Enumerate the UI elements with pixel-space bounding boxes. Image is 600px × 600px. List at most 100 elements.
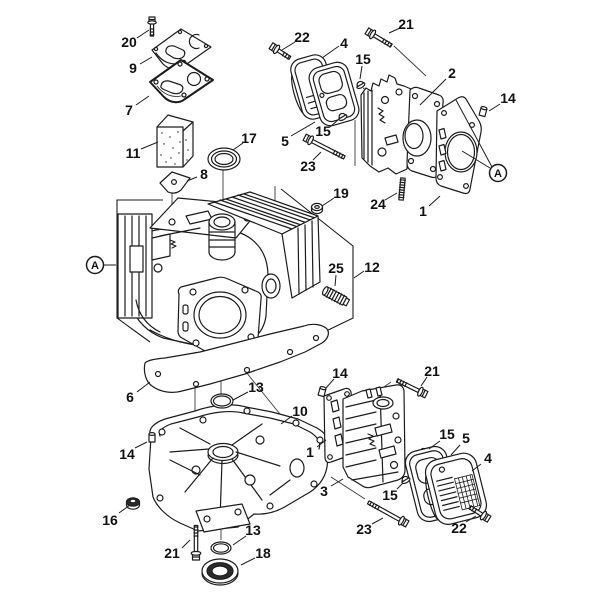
callout-label-12-18: 12	[364, 259, 380, 275]
crankcase-gasket-6	[143, 323, 329, 393]
screw-20	[147, 16, 157, 37]
callout-label-20-0: 20	[121, 34, 137, 50]
cap-plug-15-d	[401, 475, 411, 485]
nut-19	[310, 202, 324, 215]
callout-label-16-24: 16	[102, 512, 118, 528]
callout-label-14-23: 14	[119, 446, 135, 462]
bolt-22-top	[268, 42, 292, 61]
leader-line-a	[461, 150, 491, 169]
cap-plug-15-b	[338, 112, 348, 122]
leader-line-19	[321, 197, 335, 207]
leader-line-14	[488, 103, 501, 112]
seal-ring-17	[207, 147, 241, 171]
breather-gasket-7	[149, 59, 214, 104]
leader-line-5	[450, 444, 461, 456]
leader-line-1	[428, 195, 441, 207]
callout-label-21-25: 21	[164, 545, 180, 561]
reference-marker-circle	[488, 163, 508, 183]
callout-label-5-12: 5	[281, 133, 289, 149]
leader-line-21	[420, 376, 428, 387]
callout-label-21-31: 21	[424, 363, 440, 379]
callout-label-11-3: 11	[126, 145, 141, 161]
leader-line-8	[186, 176, 198, 182]
callout-label-23-14: 23	[300, 158, 316, 174]
leader-line-22	[281, 41, 296, 51]
reference-marker-circle	[85, 255, 105, 275]
leader-line-15	[428, 440, 441, 450]
leader-line-23	[312, 151, 322, 161]
callout-label-7-2: 7	[125, 102, 133, 118]
leader-line-13	[232, 535, 247, 546]
leader-line-21	[181, 539, 191, 549]
leader-line-13	[232, 391, 249, 401]
callout-label-4-7: 4	[340, 35, 348, 51]
leader-line-12	[353, 270, 365, 279]
leader-line-25	[334, 274, 337, 287]
leader-line-a	[455, 99, 493, 168]
leader-line-14	[134, 441, 148, 449]
callout-label-13-26: 13	[245, 522, 261, 538]
callout-label-8-5: 8	[200, 166, 208, 182]
leader-line-10	[280, 415, 293, 425]
callout-label-2-10: 2	[448, 65, 456, 81]
bolt-23-bottom	[366, 500, 410, 528]
leader-line-6	[136, 381, 151, 393]
leader-line-23	[371, 517, 384, 525]
callout-label-19-15: 19	[333, 185, 349, 201]
leader-line-16	[118, 504, 131, 514]
leader-line-18	[240, 557, 256, 566]
leader-line-5	[290, 121, 316, 137]
callout-label-4-34: 4	[484, 450, 492, 466]
bolt-21-bottom-left	[190, 524, 202, 561]
bolt-22-bottom	[468, 505, 492, 523]
bolt-23-top	[302, 133, 346, 160]
leader-line-20	[136, 29, 150, 39]
callout-label-15-32: 15	[439, 426, 455, 442]
reference-marker-a-39: A	[91, 260, 99, 272]
callout-label-15-9: 15	[355, 51, 371, 67]
leader-line-22	[465, 515, 477, 523]
leader-line-21	[388, 27, 401, 34]
cap-plug-15-a	[356, 80, 366, 90]
stud-24	[398, 177, 406, 201]
leader-line-15	[359, 65, 363, 80]
bolt-21-top	[364, 27, 393, 48]
leader-line-11	[140, 141, 159, 150]
head-gasket-1-top	[435, 96, 482, 195]
leader-line-7	[135, 95, 150, 106]
dowel-pin-14-bottom	[317, 385, 327, 398]
reference-bracket-left	[116, 199, 163, 343]
callout-label-1-29: 1	[306, 444, 314, 460]
valve-cover-4-bottom	[424, 452, 488, 525]
callout-label-24-16: 24	[370, 196, 386, 212]
callout-label-5-33: 5	[462, 430, 470, 446]
leader-line-15	[396, 482, 404, 490]
callout-label-22-37: 22	[451, 520, 467, 536]
reference-marker-a-38: A	[494, 168, 502, 180]
drain-plug-25	[321, 286, 351, 307]
leader-line-14	[325, 378, 335, 389]
callout-label-23-36: 23	[356, 521, 372, 537]
callout-label-18-27: 18	[255, 545, 271, 561]
callout-label-14-28: 14	[332, 365, 348, 381]
callout-label-22-6: 22	[294, 29, 310, 45]
leader-line-1	[316, 439, 327, 448]
flange-nut-16	[125, 497, 141, 510]
oil-seal-18	[201, 558, 239, 586]
callout-label-17-4: 17	[241, 130, 257, 146]
breather-plate-8	[159, 171, 191, 194]
callout-label-25-19: 25	[328, 260, 344, 276]
leader-line-9	[139, 56, 153, 65]
cylinder-head-2	[360, 74, 444, 179]
bolt-21-bottom-right	[395, 378, 429, 399]
callout-label-9-1: 9	[129, 60, 137, 76]
oil-pan-10	[148, 404, 331, 533]
leader-line-24	[384, 192, 398, 201]
cylinder-head-3	[342, 384, 406, 489]
leader-line-4	[321, 45, 340, 59]
dowel-pin-14-left	[148, 431, 156, 443]
leader-line-17	[232, 142, 244, 151]
callout-label-1-17: 1	[419, 203, 427, 219]
